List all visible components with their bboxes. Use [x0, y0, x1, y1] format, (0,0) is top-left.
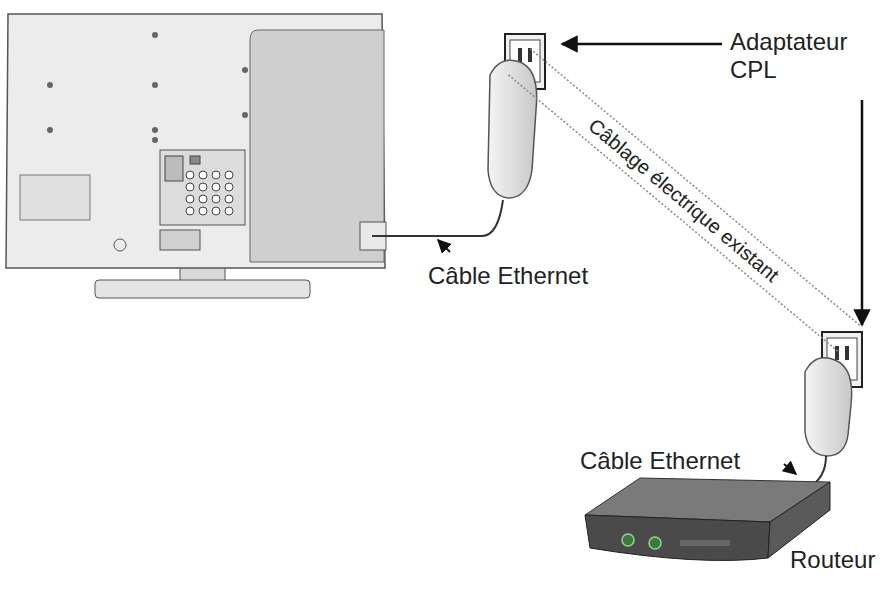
band-edge	[508, 75, 837, 351]
part-label: Câble Ethernet	[428, 262, 588, 290]
leader-arrow	[784, 464, 796, 474]
ethernet-cable	[372, 200, 503, 236]
plc-adapter	[488, 34, 545, 198]
tv-back	[6, 14, 386, 298]
part-label: Câble Ethernet	[580, 447, 740, 475]
wiring-band	[508, 49, 859, 351]
pointer-arrow	[861, 100, 864, 325]
pointer-arrow	[562, 43, 722, 46]
part-label: Routeur	[790, 546, 875, 574]
wiring-label: Câblage électrique existant	[584, 114, 784, 287]
part-label: Adaptateur CPL	[730, 28, 890, 83]
plc-adapter	[805, 332, 862, 456]
leader-arrow	[438, 240, 450, 252]
